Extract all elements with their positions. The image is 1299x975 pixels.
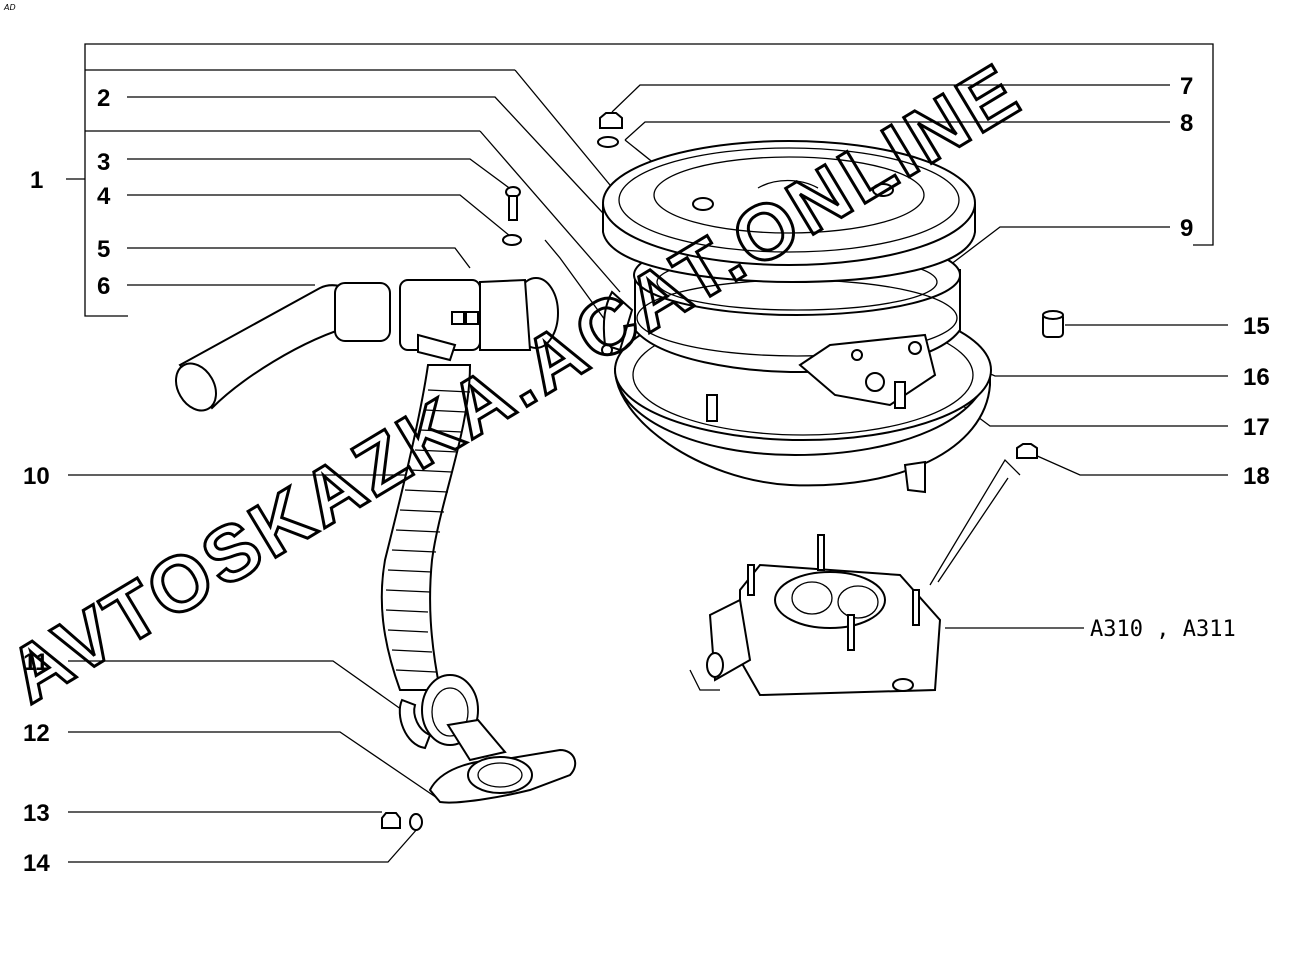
leader-lines bbox=[68, 69, 1228, 863]
callout-9: 9 bbox=[1180, 215, 1193, 242]
callout-12: 12 bbox=[23, 720, 50, 747]
callout-numbers: 1 2 3 4 5 6 7 8 9 10 11 12 13 14 15 16 1… bbox=[23, 73, 1270, 877]
corrugated-hose-assembly bbox=[380, 364, 577, 804]
callout-13: 13 bbox=[23, 800, 50, 827]
callout-15: 15 bbox=[1243, 313, 1270, 340]
callout-17: 17 bbox=[1243, 414, 1270, 441]
callout-3: 3 bbox=[97, 149, 110, 176]
intake-tee-assembly bbox=[175, 277, 559, 412]
callout-7: 7 bbox=[1180, 73, 1193, 100]
callout-5: 5 bbox=[97, 236, 110, 263]
callout-4: 4 bbox=[97, 183, 111, 210]
bracket-frames bbox=[66, 43, 1214, 317]
callout-8: 8 bbox=[1180, 110, 1193, 137]
air-filter-assembly bbox=[601, 140, 992, 494]
callout-6: 6 bbox=[97, 273, 110, 300]
callout-16: 16 bbox=[1243, 364, 1270, 391]
callout-18: 18 bbox=[1243, 463, 1270, 490]
carburetor bbox=[689, 534, 942, 697]
callout-10: 10 bbox=[23, 463, 50, 490]
callout-11: 11 bbox=[23, 649, 48, 676]
hardware-items bbox=[381, 112, 1064, 831]
corner-mark: AD bbox=[3, 3, 16, 12]
callout-2: 2 bbox=[97, 85, 110, 112]
callout-14: 14 bbox=[23, 850, 50, 877]
callout-1: 1 bbox=[30, 167, 43, 194]
variant-label: A310 , A311 bbox=[1090, 617, 1236, 642]
